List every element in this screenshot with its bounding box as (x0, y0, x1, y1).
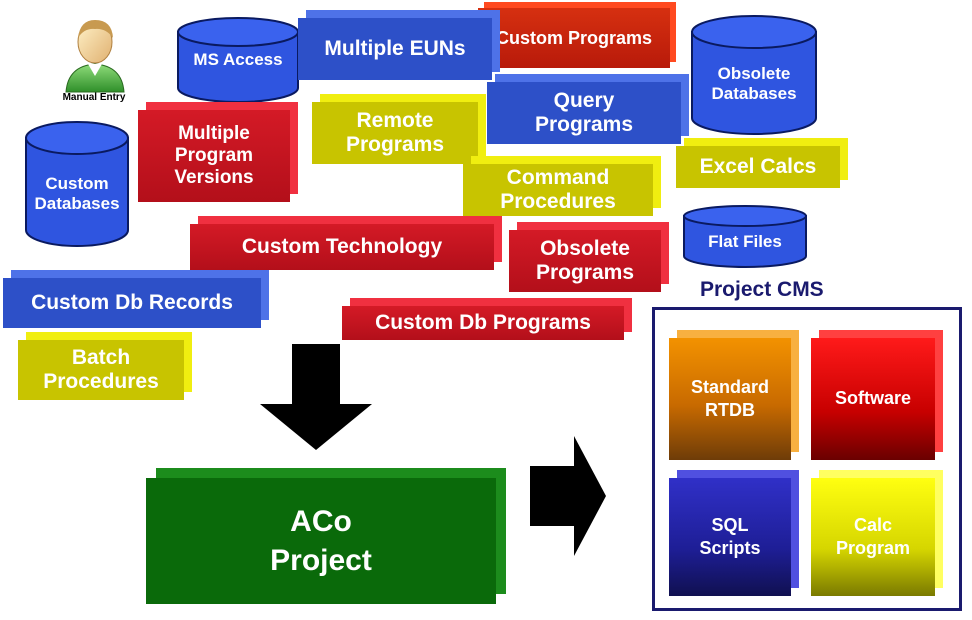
batch-procedures-box: Batch Procedures (18, 340, 184, 400)
excel-calcs-box: Excel Calcs (676, 146, 840, 188)
sql-scripts-tile: SQL Scripts (669, 478, 791, 596)
custom-db-records-box: Custom Db Records (3, 278, 261, 328)
multiple-program-versions-box: Multiple Program Versions (138, 110, 290, 202)
multiple-euns-box: Multiple EUNs (298, 18, 492, 80)
standard-rtdb-tile: Standard RTDB (669, 338, 791, 460)
calc-program-tile: Calc Program (811, 478, 935, 596)
custom-databases-database: Custom Databases (24, 120, 130, 250)
query-programs-box: Query Programs (487, 82, 681, 144)
manual-entry-label: Manual Entry (62, 92, 126, 103)
obsolete-databases-database: Obsolete Databases (690, 14, 818, 138)
custom-db-programs-box: Custom Db Programs (342, 306, 624, 340)
ms-access-database: MS Access (176, 16, 300, 106)
down-arrow-icon (258, 344, 374, 452)
custom-programs-box: Custom Programs (478, 8, 670, 68)
manual-entry-person-icon (60, 14, 130, 94)
right-arrow-icon (530, 436, 608, 556)
aco-project-box: ACo Project (146, 478, 496, 604)
flat-files-database: Flat Files (682, 204, 808, 270)
remote-programs-box: Remote Programs (312, 102, 478, 164)
software-tile: Software (811, 338, 935, 460)
command-procedures-box: Command Procedures (463, 164, 653, 216)
project-cms-frame: Standard RTDB Software SQL Scripts Calc … (652, 307, 962, 611)
obsolete-programs-box: Obsolete Programs (509, 230, 661, 292)
project-cms-title: Project CMS (700, 278, 824, 301)
custom-technology-box: Custom Technology (190, 224, 494, 270)
